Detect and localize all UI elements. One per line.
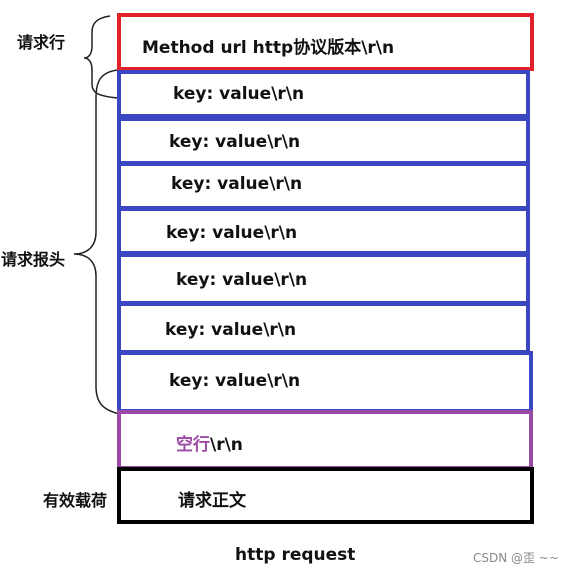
- caption: http request: [235, 545, 356, 565]
- header-text-4: key: value\r\n: [166, 223, 298, 243]
- payload-label: 有效载荷: [43, 491, 108, 510]
- request-headers-brace: [73, 69, 121, 415]
- request-line-label: 请求行: [17, 33, 66, 52]
- request-line-brace: [83, 15, 119, 99]
- header-text-2: key: value\r\n: [169, 132, 301, 152]
- header-text-1: key: value\r\n: [173, 84, 305, 104]
- body-box: [117, 467, 534, 524]
- request-line-text: Method url http协议版本\r\n: [142, 38, 395, 58]
- header-text-3: key: value\r\n: [171, 174, 303, 194]
- header-text-7: key: value\r\n: [169, 371, 301, 391]
- header-box-1: [117, 70, 530, 118]
- watermark: CSDN @歪 ~~: [473, 551, 559, 565]
- blank-line-text: 空行\r\n: [176, 430, 243, 455]
- request-headers-label: 请求报头: [1, 250, 66, 269]
- header-text-6: key: value\r\n: [165, 320, 297, 340]
- body-text: 请求正文: [178, 491, 246, 511]
- blank-line-suffix: \r\n: [210, 435, 243, 455]
- request-line-box: [117, 13, 534, 71]
- header-text-5: key: value\r\n: [176, 270, 308, 290]
- blank-line-label: 空行: [176, 435, 210, 455]
